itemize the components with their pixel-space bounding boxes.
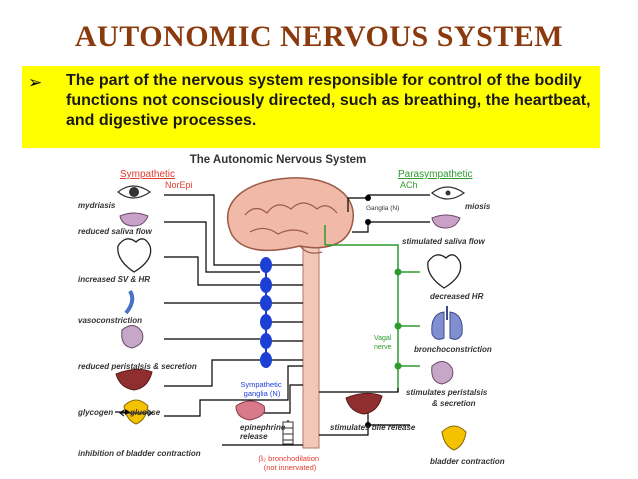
adrenal-gland-icon <box>235 400 266 421</box>
salivary-gland-icon <box>431 214 461 229</box>
liver-icon <box>345 392 383 415</box>
sympathetic-label: Sympathetic <box>120 169 175 180</box>
label-bladder-inhibition: inhibition of bladder contraction <box>78 449 201 458</box>
stomach-icon <box>121 325 144 349</box>
vagal-nerve-label: Vagal nerve <box>374 335 393 351</box>
label-glycogen: glycogen <box>77 408 113 417</box>
cranial-ganglion <box>365 219 371 225</box>
parasympathetic-label: Parasympathetic <box>398 169 472 180</box>
salivary-gland-icon <box>119 212 149 227</box>
label-bladder-contraction: bladder contraction <box>430 457 505 466</box>
label-stimulated-saliva: stimulated saliva flow <box>402 237 485 246</box>
sympathetic-ganglia-label: Sympathetic ganglia (N) <box>240 380 283 398</box>
slide-title: AUTONOMIC NERVOUS SYSTEM <box>74 20 564 53</box>
label-vasoconstriction: vasoconstriction <box>78 316 142 325</box>
eye-icon <box>431 186 466 200</box>
vagal-ganglion <box>394 322 402 330</box>
sacral-ganglion <box>365 422 371 428</box>
label-decreased-hr: decreased HR <box>430 292 484 301</box>
eye-icon <box>117 185 152 199</box>
sympathetic-ganglion <box>260 333 272 349</box>
sympathetic-ganglion <box>260 295 272 311</box>
label-stimulates-peristalsis: stimulates peristalsis <box>406 388 488 397</box>
arrow-icon <box>125 409 130 415</box>
sympathetic-ganglion <box>260 257 272 273</box>
label-mydriasis: mydriasis <box>78 201 116 210</box>
liver-icon <box>115 368 153 391</box>
vagal-ganglion <box>394 362 402 370</box>
bullet-arrow-icon: ➢ <box>28 73 43 92</box>
beta2-label: β₂ bronchodilation (not innervated) <box>259 454 321 472</box>
diagram-title: The Autonomic Nervous System <box>190 154 367 166</box>
lungs-icon <box>431 306 463 340</box>
heart-icon <box>427 254 462 289</box>
sympathetic-ganglion <box>260 314 272 330</box>
label-reduced-peristalsis: reduced peristalsis & secretion <box>78 362 197 371</box>
label-bile-release: stimulates bile release <box>330 423 416 432</box>
sympathetic-ganglion <box>260 352 272 368</box>
trachea-icon <box>282 421 294 445</box>
ganglia-n-label: Ganglia (N) <box>366 205 399 212</box>
stomach-icon <box>431 361 454 385</box>
label-increased-sv-hr: increased SV & HR <box>78 275 150 284</box>
heart-icon <box>117 238 152 273</box>
spinal-cord <box>302 221 320 449</box>
brain-icon <box>226 177 355 254</box>
bladder-icon <box>123 399 149 425</box>
label-miosis: miosis <box>465 202 491 211</box>
sympathetic-ganglion <box>260 277 272 293</box>
parasympathetic-cranial-nerves <box>347 194 430 233</box>
cranial-ganglion <box>365 195 371 201</box>
ach-label: ACh <box>400 180 418 190</box>
norepi-label: NorEpi <box>165 180 193 190</box>
definition-box: ➢ The part of the nervous system respons… <box>22 66 600 148</box>
bladder-icon <box>441 425 467 451</box>
label-glucose: glucose <box>129 408 161 417</box>
sympathetic-chain <box>260 257 272 368</box>
blood-vessel-icon <box>124 289 135 315</box>
label-bronchoconstriction: bronchoconstriction <box>414 345 492 354</box>
label-and-secretion: & secretion <box>432 399 476 408</box>
vagal-ganglion <box>394 268 402 276</box>
definition-text: The part of the nervous system responsib… <box>66 72 591 129</box>
label-reduced-saliva: reduced saliva flow <box>78 227 153 236</box>
vagal-nerve <box>324 225 420 392</box>
label-epinephrine: epinephrine release <box>240 423 288 441</box>
